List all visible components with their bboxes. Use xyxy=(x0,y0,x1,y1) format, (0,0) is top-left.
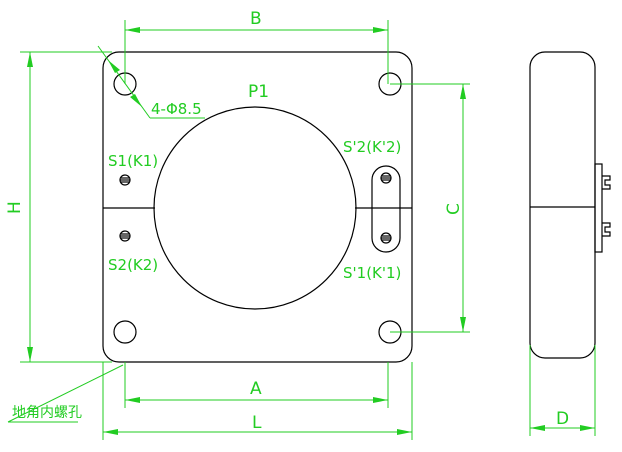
screw-icon xyxy=(380,232,392,244)
dimension-c: C xyxy=(444,203,464,215)
dimension-lines: B H C A L D 4-Φ8.5 地角内螺孔 xyxy=(5,9,596,440)
terminal-label-s2-prime: S'2(K'2) xyxy=(343,138,401,156)
screw-icon xyxy=(380,172,392,184)
corner-thread-note: 地角内螺孔 xyxy=(12,405,82,421)
center-aperture xyxy=(153,106,357,310)
title-label: P1 xyxy=(248,82,269,102)
side-terminal-block xyxy=(594,163,603,253)
terminal-label-s1: S1(K1) xyxy=(108,152,158,170)
terminal-slot xyxy=(371,165,401,253)
dimension-a: A xyxy=(250,379,262,399)
dimension-b: B xyxy=(250,9,262,29)
mounting-hole-bl xyxy=(113,320,137,344)
terminal-label-s1-prime: S'1(K'1) xyxy=(343,264,401,282)
dimension-h: H xyxy=(5,201,25,214)
terminal-label-s2: S2(K2) xyxy=(108,256,158,274)
plate-outline xyxy=(102,51,413,363)
dimension-d: D xyxy=(556,409,569,429)
front-view: P1 S1(K1) S2(K2) S'2(K'2) S'1(K'1) xyxy=(102,51,413,363)
screw-icon xyxy=(119,230,131,242)
side-outline xyxy=(529,51,596,359)
hole-note: 4-Φ8.5 xyxy=(151,100,202,118)
side-view xyxy=(529,51,611,359)
dimension-l: L xyxy=(252,413,262,433)
screw-icon xyxy=(119,174,131,186)
